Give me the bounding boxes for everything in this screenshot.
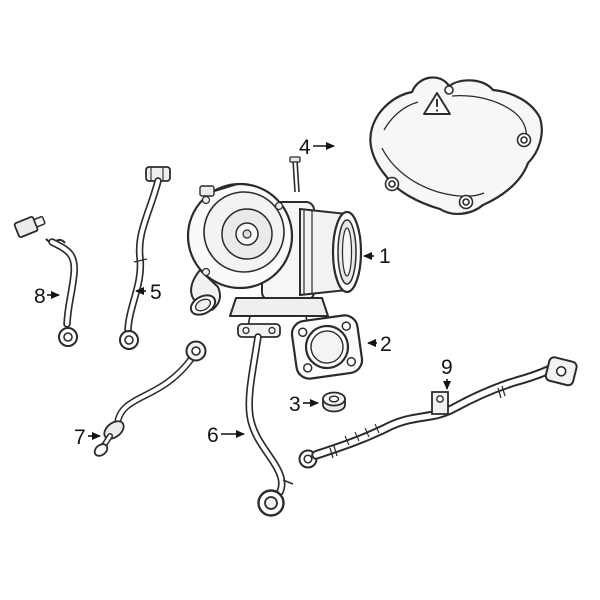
hose-corrugation xyxy=(344,423,380,446)
hose-bracket xyxy=(431,391,449,415)
callout-3: 3 xyxy=(289,393,319,416)
callout-1: 1 xyxy=(363,245,391,268)
callout-4-label: 4 xyxy=(299,136,311,159)
callout-6-label: 6 xyxy=(207,424,219,447)
callout-2-label: 2 xyxy=(380,333,392,356)
turbocharger-part xyxy=(186,156,363,327)
oil-return-tube-part xyxy=(93,340,207,457)
warning-triangle-icon xyxy=(423,92,451,115)
callout-1-label: 1 xyxy=(379,245,391,268)
callout-9: 9 xyxy=(441,356,453,390)
callout-3-label: 3 xyxy=(289,393,301,416)
callout-7-label: 7 xyxy=(74,426,86,449)
callout-6: 6 xyxy=(207,424,245,447)
nut-part xyxy=(322,391,346,413)
callout-7: 7 xyxy=(74,426,101,449)
heat-shield-part xyxy=(369,76,543,215)
callout-8-label: 8 xyxy=(34,285,46,308)
gasket-part xyxy=(290,314,364,380)
callout-8: 8 xyxy=(34,285,60,308)
oil-drain-tube-part xyxy=(237,323,294,517)
coolant-tube-part xyxy=(119,166,171,350)
callout-4: 4 xyxy=(299,136,335,159)
oil-feed-tube-part xyxy=(13,215,79,347)
callout-5: 5 xyxy=(135,281,162,304)
callout-9-label: 9 xyxy=(441,356,453,379)
callout-2: 2 xyxy=(367,333,392,356)
sensor-connector xyxy=(13,215,46,239)
hose-end-flange xyxy=(544,356,578,387)
coolant-hose-part xyxy=(298,356,578,469)
shield-grommets xyxy=(384,85,532,210)
callout-5-label: 5 xyxy=(150,281,162,304)
